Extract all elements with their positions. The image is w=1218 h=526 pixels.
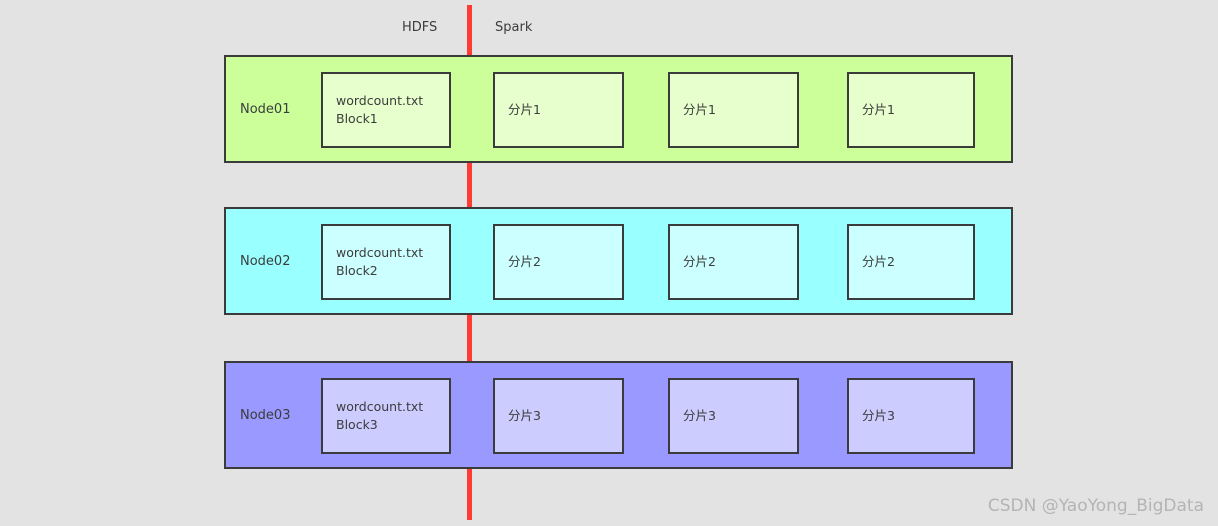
hdfs-block-box: wordcount.txt Block1 [321, 72, 451, 148]
spark-partition-box: 分片3 [493, 378, 624, 454]
spark-partition-box: 分片3 [847, 378, 975, 454]
spark-partition-label: 分片2 [683, 253, 716, 269]
spark-partition-box: 分片3 [668, 378, 799, 454]
spark-partition-label: 分片3 [862, 407, 895, 423]
node-name-label: Node01 [240, 101, 291, 117]
node-row: Node03 wordcount.txt Block3 分片3 分片3 分片3 [224, 361, 1013, 469]
spark-partition-box: 分片2 [847, 224, 975, 300]
spark-partition-box: 分片2 [668, 224, 799, 300]
node-row: Node02 wordcount.txt Block2 分片2 分片2 分片2 [224, 207, 1013, 315]
spark-partition-label: 分片2 [508, 253, 541, 269]
hdfs-block-label: wordcount.txt Block2 [336, 244, 424, 278]
spark-partition-box: 分片1 [668, 72, 799, 148]
node-name-label: Node02 [240, 253, 291, 269]
hdfs-block-box: wordcount.txt Block2 [321, 224, 451, 300]
column-label-hdfs: HDFS [402, 20, 438, 35]
spark-partition-box: 分片1 [847, 72, 975, 148]
column-label-spark: Spark [495, 20, 533, 35]
node-row: Node01 wordcount.txt Block1 分片1 分片1 分片1 [224, 55, 1013, 163]
spark-partition-label: 分片2 [862, 253, 895, 269]
hdfs-block-label: wordcount.txt Block1 [336, 92, 424, 126]
hdfs-block-box: wordcount.txt Block3 [321, 378, 451, 454]
spark-partition-box: 分片1 [493, 72, 624, 148]
spark-partition-label: 分片3 [508, 407, 541, 423]
spark-partition-label: 分片3 [683, 407, 716, 423]
node-name-label: Node03 [240, 407, 291, 423]
hdfs-block-label: wordcount.txt Block3 [336, 398, 424, 432]
spark-partition-box: 分片2 [493, 224, 624, 300]
spark-partition-label: 分片1 [862, 101, 895, 117]
watermark-text: CSDN @YaoYong_BigData [987, 496, 1204, 516]
spark-partition-label: 分片1 [508, 101, 541, 117]
spark-partition-label: 分片1 [683, 101, 716, 117]
